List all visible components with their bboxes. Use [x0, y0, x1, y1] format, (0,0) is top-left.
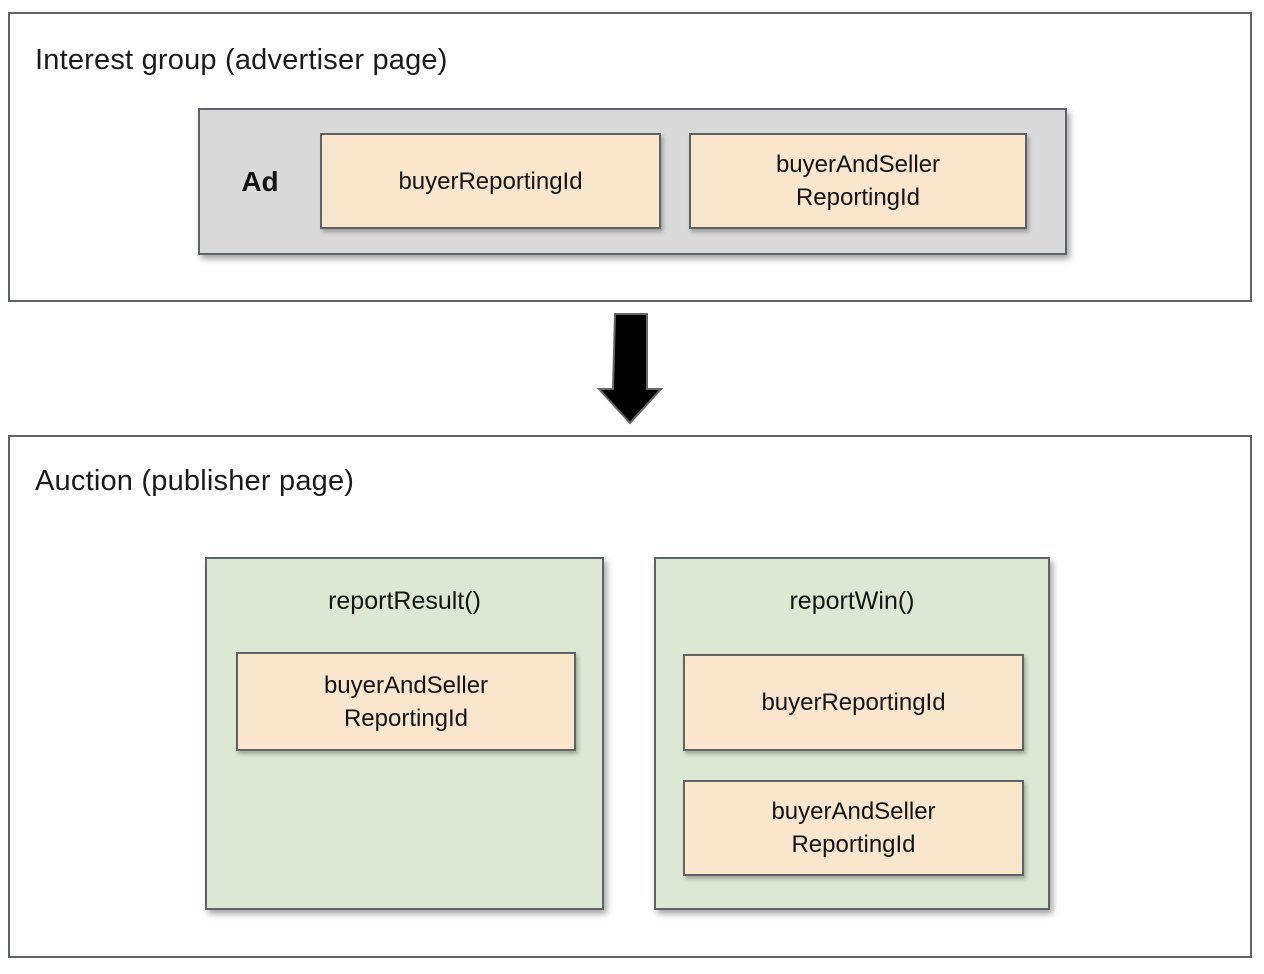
down-arrow-icon [595, 312, 665, 425]
ad-label: Ad [241, 165, 279, 197]
buyer-reporting-id-box: buyerReportingId [320, 133, 661, 229]
buyer-and-seller-reporting-id-box: buyerAndSeller ReportingId [683, 780, 1024, 876]
report-result-title: reportResult() [328, 587, 481, 615]
auction-section: Auction (publisher page) reportResult() … [8, 435, 1252, 958]
report-win-title: reportWin() [789, 587, 915, 615]
interest-group-title: Interest group (advertiser page) [35, 44, 448, 76]
interest-group-section: Interest group (advertiser page) Ad buye… [8, 12, 1252, 302]
ad-container: Ad buyerReportingId buyerAndSeller Repor… [198, 108, 1067, 255]
buyer-reporting-id-box: buyerReportingId [683, 654, 1024, 751]
report-result-box: reportResult() buyerAndSeller ReportingI… [205, 557, 604, 910]
buyer-and-seller-reporting-id-box: buyerAndSeller ReportingId [689, 133, 1027, 229]
auction-title: Auction (publisher page) [35, 465, 355, 497]
buyer-and-seller-reporting-id-box: buyerAndSeller ReportingId [236, 652, 576, 751]
report-win-box: reportWin() buyerReportingId buyerAndSel… [654, 557, 1050, 910]
